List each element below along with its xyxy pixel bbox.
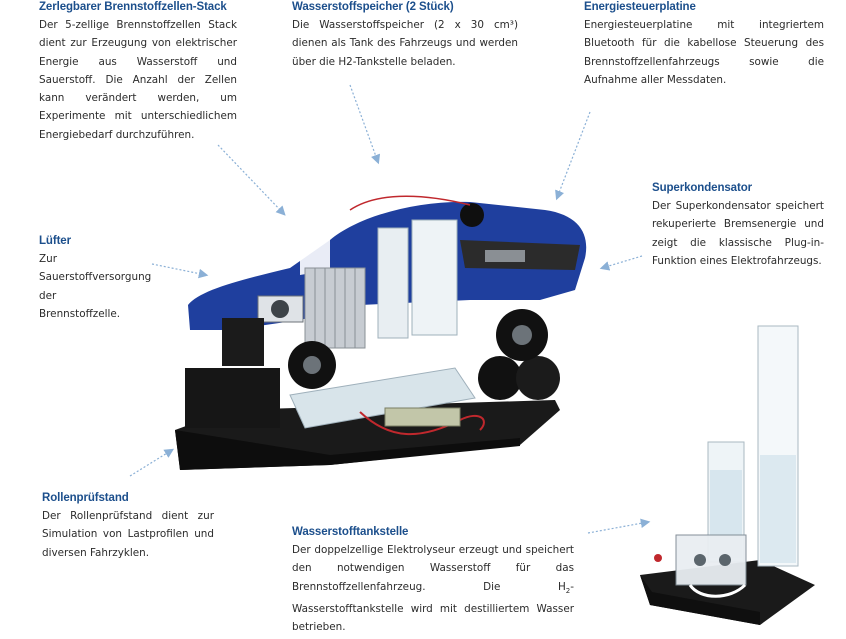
stack-title: Zerlegbarer Brennstoffzellen-Stack bbox=[39, 1, 227, 13]
callout-arrows bbox=[129, 84, 651, 534]
annotation-stack: Zerlegbarer Brennstoffzellen-Stack Der 5… bbox=[39, 1, 237, 144]
arrow-stack bbox=[217, 144, 286, 216]
stack-text: Der 5-zellige Brennstoffzellen Stack die… bbox=[39, 19, 237, 141]
arrow-storage bbox=[349, 84, 381, 165]
annotation-control-board: Energiesteuerplatine Energiesteuerplatin… bbox=[584, 1, 824, 89]
arrow-dyno bbox=[129, 448, 175, 477]
dyno-title: Rollenprüfstand bbox=[42, 492, 129, 504]
dyno-text: Der Rollenprüfstand dient zur Simulation… bbox=[42, 510, 214, 559]
arrow-fan bbox=[151, 263, 209, 279]
hydrogen-station-image bbox=[640, 325, 815, 625]
fuel-cell-car-image bbox=[175, 195, 587, 470]
control-title: Energiesteuerplatine bbox=[584, 1, 696, 13]
station-text: Der doppelzellige Elektrolyseur erzeugt … bbox=[292, 544, 574, 634]
storage-title: Wasserstoffspeicher (2 Stück) bbox=[292, 1, 454, 13]
fan-title: Lüfter bbox=[39, 235, 71, 247]
arrow-supercap bbox=[599, 255, 643, 271]
arrow-control bbox=[555, 111, 591, 201]
annotation-supercapacitor: Superkondensator Der Superkondensator sp… bbox=[652, 182, 824, 270]
control-text: Energiesteuerplatine mit integriertem Bl… bbox=[584, 19, 824, 86]
annotation-storage: Wasserstoffspeicher (2 Stück) Die Wasser… bbox=[292, 1, 518, 71]
annotation-fan: Lüfter Zur Sauerstoffversorgung der Bren… bbox=[39, 235, 152, 323]
fan-text: Zur Sauerstoffversorgung der Brennstoffz… bbox=[39, 253, 152, 320]
arrow-station bbox=[587, 518, 651, 534]
annotation-hydrogen-station: Wasserstofftankstelle Der doppelzellige … bbox=[292, 526, 574, 637]
supercap-text: Der Superkondensator speichert rekuperie… bbox=[652, 200, 824, 267]
supercap-title: Superkondensator bbox=[652, 182, 753, 194]
annotation-dyno: Rollenprüfstand Der Rollenprüfstand dien… bbox=[42, 492, 214, 562]
storage-text: Die Wasserstoffspeicher (2 x 30 cm³) die… bbox=[292, 19, 518, 68]
station-title: Wasserstofftankstelle bbox=[292, 526, 409, 538]
